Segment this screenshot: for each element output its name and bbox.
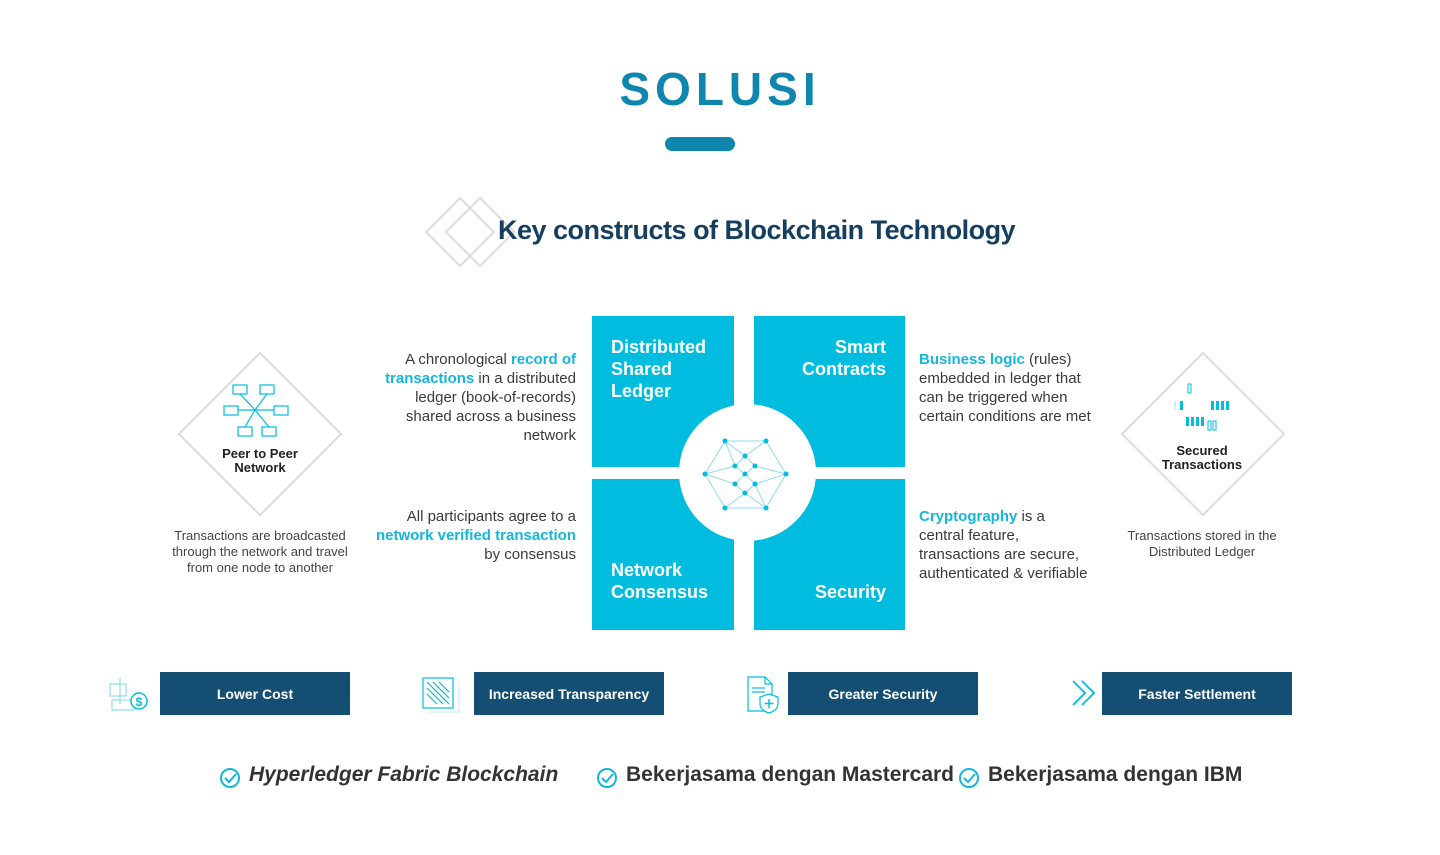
quadrant-label: Network Consensus — [611, 560, 709, 602]
description-highlight: Business logic — [919, 351, 1025, 368]
quadrant-network-consensus: Network Consensus — [592, 479, 734, 630]
benefit-greater-security: Greater Security — [788, 672, 978, 715]
bullet-label: Hyperledger Fabric Blockchain — [249, 763, 559, 786]
description-highlight: Cryptography — [919, 508, 1018, 525]
quadrant-label: Distributed Shared Ledger — [611, 337, 707, 401]
secured-transactions-label: Secured Transactions — [1161, 443, 1243, 472]
description-text: by consensus — [484, 546, 576, 563]
quadrant-smart-contracts: Smart Contracts — [754, 316, 905, 467]
check-circle-icon — [220, 768, 240, 788]
transparency-icon — [422, 677, 461, 713]
description-text: All participants agree to a — [406, 508, 576, 525]
section-subtitle: Key constructs of Blockchain Technology — [498, 215, 1016, 245]
benefit-lower-cost: Lower Cost — [160, 672, 350, 715]
bullet-label: Bekerjasama dengan IBM — [988, 763, 1243, 786]
consensus-description: All participants agree to a network veri… — [368, 507, 576, 564]
description-text: in a distributed ledger (book-of-records… — [405, 370, 576, 444]
description-text: is a central feature, transactions are s… — [919, 508, 1088, 582]
secured-transactions-icon — [1174, 383, 1229, 431]
fast-forward-icon — [1072, 680, 1096, 706]
ledger-description: A chronological record of transactions i… — [368, 350, 576, 445]
secured-transactions-caption: Transactions stored in the Distributed L… — [1127, 528, 1277, 559]
svg-text:$: $ — [136, 695, 143, 709]
quadrant-distributed-ledger: Distributed Shared Ledger — [592, 316, 734, 467]
contracts-description: Business logic (rules) embedded in ledge… — [919, 350, 1094, 426]
peer-network-label: Peer to Peer Network — [222, 446, 298, 475]
quadrant-label: Smart Contracts — [801, 337, 886, 379]
quadrant-label: Security — [814, 582, 886, 602]
diamond-decoration-icon — [424, 196, 516, 268]
description-text: (rules) embedded in ledger that can be t… — [919, 351, 1091, 425]
peer-network-diamond — [177, 351, 343, 517]
description-highlight: record of transactions — [385, 351, 576, 387]
benefit-faster-settlement: Faster Settlement — [1102, 672, 1292, 715]
network-nodes-icon — [702, 438, 789, 511]
benefit-increased-transparency: Increased Transparency — [474, 672, 664, 715]
check-circle-icon — [597, 768, 617, 788]
secured-transactions-diamond — [1120, 351, 1286, 517]
bullet-label: Bekerjasama dengan Mastercard — [626, 763, 954, 786]
cost-dollar-icon: $ — [109, 678, 148, 711]
peer-network-caption: Transactions are broadcasted through the… — [172, 528, 348, 575]
title-underline — [665, 137, 735, 151]
page-title: SOLUSI — [619, 63, 821, 115]
description-highlight: network verified transaction — [375, 527, 576, 544]
check-circle-icon — [959, 768, 979, 788]
security-description: Cryptography is a central feature, trans… — [919, 507, 1094, 583]
description-text: A chronological — [405, 351, 511, 368]
peer-network-icon — [223, 384, 289, 437]
security-document-icon — [747, 676, 779, 714]
